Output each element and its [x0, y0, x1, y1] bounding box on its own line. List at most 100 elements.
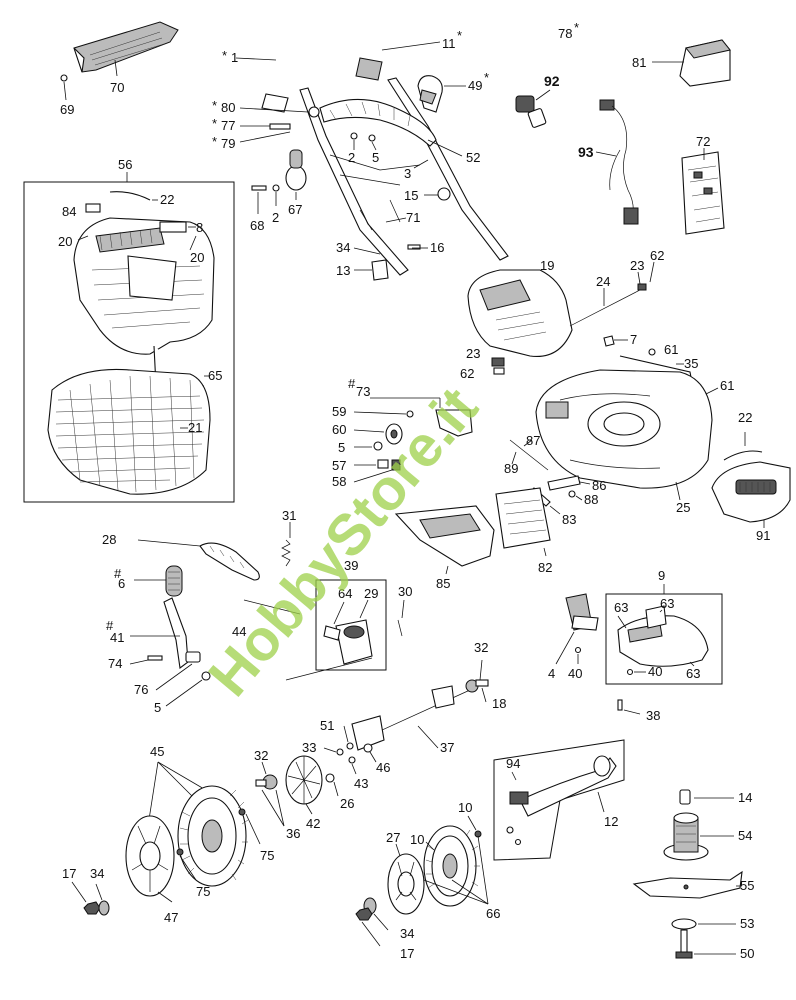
- label-8: 8: [196, 220, 203, 235]
- part-40a-screw: [574, 646, 582, 654]
- label-20a: 20: [58, 234, 72, 249]
- part-77-pin: [269, 123, 291, 130]
- part-2b-washer: [272, 184, 280, 192]
- label-24: 24: [596, 274, 610, 289]
- label-28: 28: [102, 532, 116, 547]
- part-37-axle: [351, 685, 471, 751]
- label-31: 31: [282, 508, 296, 523]
- part-43-nut: [348, 756, 356, 764]
- part-80-knob: [308, 106, 320, 118]
- label-81: 81: [632, 55, 646, 70]
- label-22a: 22: [160, 192, 174, 207]
- label-25: 25: [676, 500, 690, 515]
- label-61b: 61: [720, 378, 734, 393]
- label-58: 58: [332, 474, 346, 489]
- part-31-spring: [281, 539, 291, 567]
- label-88: 88: [584, 492, 598, 507]
- part-38-pin: [617, 699, 623, 711]
- part-5c-nut: [201, 671, 211, 681]
- part-32a-gear: [465, 679, 489, 693]
- label-34c: 34: [400, 926, 414, 941]
- label-9: 9: [658, 568, 665, 583]
- part-67-adjuster: [285, 149, 307, 191]
- label-21: 21: [188, 420, 202, 435]
- label-46: 46: [376, 760, 390, 775]
- part-75a-bearing: [238, 808, 246, 816]
- label-10a: 10: [410, 832, 424, 847]
- label-34b: 34: [90, 866, 104, 881]
- label-7: 7: [630, 332, 637, 347]
- part-92-ignition-key: [515, 95, 547, 128]
- label-4: 4: [548, 666, 555, 681]
- label-43: 43: [354, 776, 368, 791]
- part-2-washer: [350, 132, 358, 140]
- part-75b-bearing: [176, 848, 184, 856]
- label-2b: 2: [272, 210, 279, 225]
- label-65: 65: [208, 368, 222, 383]
- part-29-gearbox: [335, 619, 373, 665]
- part-75-rear-wheel: [177, 785, 249, 887]
- label-62b: 62: [460, 366, 474, 381]
- label-20b: 20: [190, 250, 204, 265]
- part-62b-clip: [493, 367, 505, 375]
- label-51: 51: [320, 718, 334, 733]
- label-62a: 62: [650, 248, 664, 263]
- part-60-pulley: [385, 423, 403, 445]
- label-star-78: *: [574, 20, 579, 35]
- label-34a: 34: [336, 240, 350, 255]
- label-71: 71: [406, 210, 420, 225]
- label-75b: 75: [196, 884, 210, 899]
- label-53: 53: [740, 916, 754, 931]
- label-19: 19: [540, 258, 554, 273]
- label-40b: 40: [648, 664, 662, 679]
- label-70: 70: [110, 80, 124, 95]
- label-91: 91: [756, 528, 770, 543]
- label-3: 3: [404, 166, 411, 181]
- part-1-upper-handle: [261, 20, 383, 113]
- part-85-deflector: [394, 505, 495, 567]
- label-54: 54: [738, 828, 752, 843]
- part-53-washer: [671, 918, 697, 930]
- part-81-block: [679, 39, 731, 87]
- label-10b: 10: [458, 800, 472, 815]
- label-17b: 17: [400, 946, 414, 961]
- part-20-bag-frame-top: [73, 217, 215, 355]
- grass-bag-group-box: [23, 181, 235, 503]
- part-58-block: [391, 459, 401, 471]
- label-32a: 32: [474, 640, 488, 655]
- part-12-height-lever: [509, 755, 617, 817]
- part-33-clip: [336, 748, 344, 756]
- part-5-nut: [368, 134, 376, 142]
- part-61a-screw: [648, 348, 656, 356]
- label-15: 15: [404, 188, 418, 203]
- part-64-clutch: [323, 625, 341, 641]
- label-85: 85: [436, 576, 450, 591]
- part-7-nut: [603, 335, 615, 347]
- label-57: 57: [332, 458, 346, 473]
- part-14-key: [679, 789, 691, 805]
- part-70-handle-cover: [73, 21, 179, 73]
- label-74: 74: [108, 656, 122, 671]
- label-hash-6: #: [114, 566, 122, 581]
- label-93: 93: [578, 144, 594, 160]
- part-8-latch: [159, 221, 187, 233]
- label-89: 89: [504, 461, 518, 476]
- part-47-rear-hubcap: [125, 815, 175, 897]
- label-41: 41: [110, 630, 124, 645]
- part-44-spring: [243, 599, 301, 615]
- part-26-washer: [325, 773, 335, 783]
- label-16: 16: [430, 240, 444, 255]
- part-25-deck: [535, 369, 713, 489]
- part-30-pin: [397, 619, 403, 637]
- part-23a-clip: [637, 283, 647, 291]
- label-star-49: *: [484, 70, 489, 85]
- part-82-flap: [495, 487, 551, 549]
- label-80: 80: [221, 100, 235, 115]
- label-59: 59: [332, 404, 346, 419]
- label-87: 87: [526, 433, 540, 448]
- label-83: 83: [562, 512, 576, 527]
- part-51-washer: [346, 742, 354, 750]
- part-10-front-wheel: [423, 825, 480, 907]
- part-46-bushing: [363, 743, 373, 753]
